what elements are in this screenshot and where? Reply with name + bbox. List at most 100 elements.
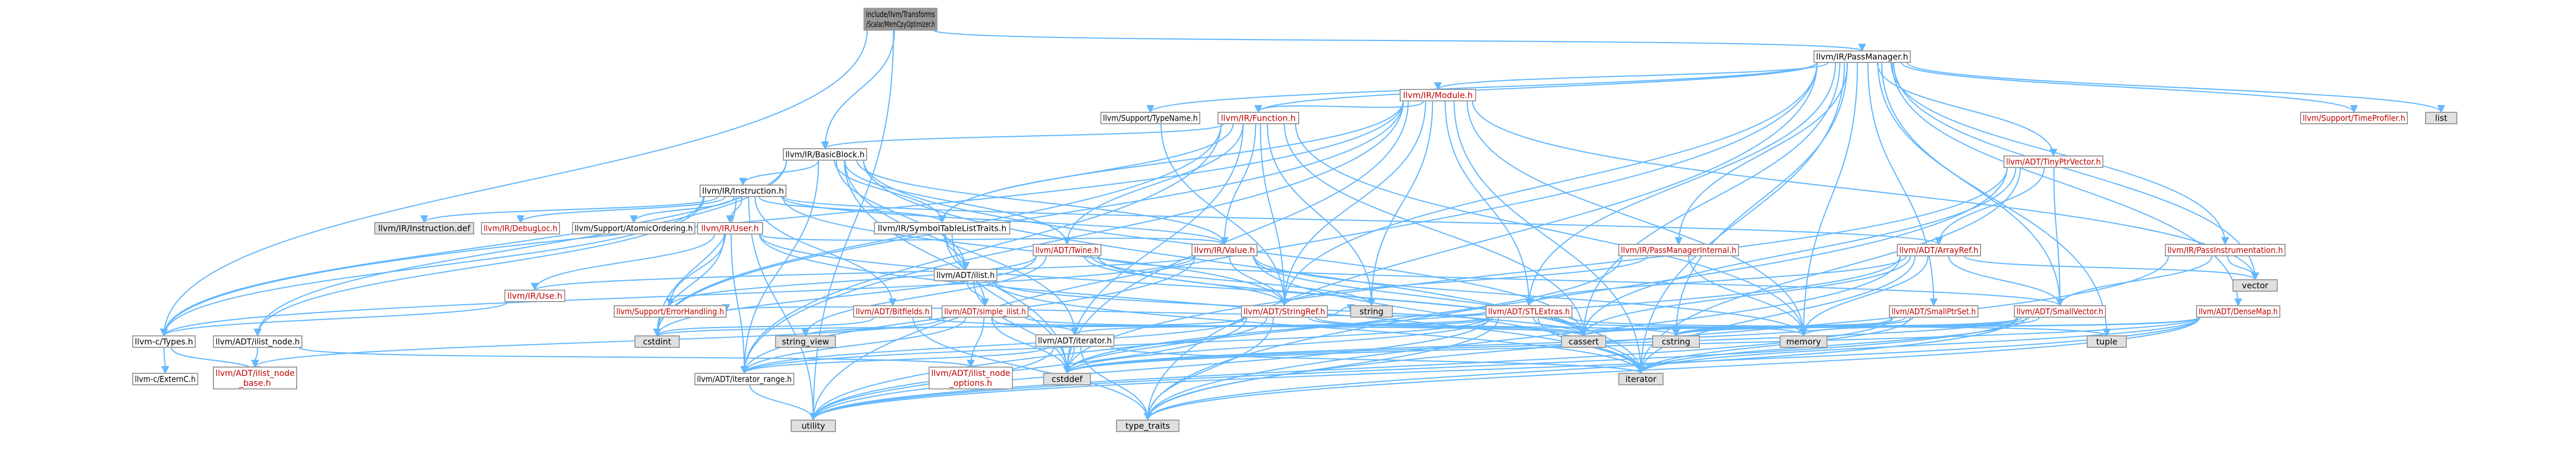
node-type_traits: type_traits [1116, 420, 1179, 432]
node-label: vector [2242, 281, 2268, 291]
edge-passmanager-to-cstring [1672, 62, 1848, 337]
node-twine[interactable]: llvm/ADT/Twine.h [1033, 244, 1101, 256]
node-ctypes[interactable]: llvm-c/Types.h [132, 335, 196, 348]
edge-passmanager-to-stringref [1280, 62, 1818, 307]
node-box [1350, 305, 1393, 318]
node-function[interactable]: llvm/IR/Function.h [1217, 112, 1299, 124]
edge-ctypes-to-externc [161, 347, 170, 374]
edge-densemap-to-cstddef [1063, 317, 2201, 374]
node-ilistnodebase[interactable]: llvm/ADT/ilist_node_base.h [213, 367, 297, 389]
edge-densemap-to-cstring [1672, 316, 2201, 337]
node-ilistnode[interactable]: llvm/ADT/ilist_node.h [213, 335, 302, 348]
node-module[interactable]: llvm/IR/Module.h [1400, 89, 1476, 101]
node-user[interactable]: llvm/IR/User.h [697, 222, 763, 234]
node-box [1897, 244, 1981, 256]
node-box [864, 8, 937, 31]
node-symboltable[interactable]: llvm/IR/SymbolTableListTraits.h [874, 222, 1010, 234]
edge-arrayref-to-cstddef [1063, 255, 1901, 374]
node-box [1191, 244, 1258, 256]
edge-passmanager-to-timeprofiler [1901, 62, 2358, 113]
node-cstdint: cstdint [635, 335, 680, 348]
edge-iterator_range-to-utility [749, 384, 818, 421]
node-label: llvm/ADT/TinyPtrVector.h [2006, 157, 2101, 167]
edge-module-to-ctypes [160, 100, 1404, 337]
node-smallptrset[interactable]: llvm/ADT/SmallPtrSet.h [1889, 305, 1978, 318]
node-smallvector[interactable]: llvm/ADT/SmallVector.h [2014, 305, 2106, 318]
edge-stlextras-to-adtiterator [1071, 316, 1493, 336]
node-adtiterator[interactable]: llvm/ADT/iterator.h [1035, 334, 1114, 347]
edge-tinyptrvector-to-cstddef [1063, 167, 2008, 374]
node-box [694, 373, 794, 385]
node-box [1780, 335, 1828, 348]
node-debugloc[interactable]: llvm/IR/DebugLoc.h [481, 222, 560, 234]
node-passinstrumentation[interactable]: llvm/IR/PassInstrumentation.h [2165, 244, 2286, 256]
node-instructiondef: llvm/IR/Instruction.def [374, 222, 474, 234]
edge-value-to-stringref [1228, 255, 1289, 307]
node-box [783, 148, 867, 161]
edge-ilistnode-to-ilistnodebase [251, 347, 259, 368]
node-atomicordering[interactable]: llvm/Support/AtomicOrdering.h [572, 222, 695, 234]
node-label: llvm/IR/Value.h [1194, 245, 1255, 255]
node-label: llvm/IR/DebugLoc.h [484, 224, 557, 233]
edge-stlextras-to-cstdint [653, 316, 1490, 337]
node-box [700, 185, 786, 197]
node-stlextras[interactable]: llvm/ADT/STLExtras.h [1486, 305, 1572, 318]
node-simpleilist[interactable]: llvm/ADT/simple_ilist.h [942, 305, 1029, 318]
edge-user-to-iterator_range [730, 233, 748, 374]
node-iterator_range[interactable]: llvm/ADT/iterator_range.h [694, 373, 794, 385]
edge-module-to-stringref [1280, 100, 1426, 307]
edge-value-to-cassert [1252, 255, 1588, 337]
node-ilistnodeoptions[interactable]: llvm/ADT/ilist_node_options.h [929, 367, 1013, 389]
node-label: iterator [1626, 374, 1657, 384]
node-label: _base.h [238, 378, 271, 388]
node-label: llvm/ADT/SmallPtrSet.h [1892, 307, 1976, 317]
node-densemap[interactable]: llvm/ADT/DenseMap.h [2196, 305, 2280, 318]
node-supporttypename[interactable]: llvm/Support/TypeName.h [1100, 112, 1200, 124]
edge-basicblock-to-cstddef [844, 160, 1071, 374]
node-arrayref[interactable]: llvm/ADT/ArrayRef.h [1897, 244, 1981, 256]
edge-arrayref-to-smallvector [1948, 255, 2064, 307]
node-label: llvm-c/ExternC.h [135, 374, 196, 384]
node-adtilist[interactable]: llvm/ADT/ilist.h [934, 269, 997, 281]
edge-basicblock-to-value [856, 160, 1229, 245]
node-basicblock[interactable]: llvm/IR/BasicBlock.h [783, 148, 867, 161]
edge-arrayref-to-iterator [1636, 255, 1916, 374]
edge-instruction-to-symboltable [758, 196, 946, 224]
edge-adtiterator-to-iterator_range [740, 345, 1049, 374]
node-label: llvm/IR/SymbolTableListTraits.h [878, 224, 1007, 233]
edge-arrayref-to-vector [1963, 255, 2259, 281]
node-timeprofiler[interactable]: llvm/Support/TimeProfiler.h [2300, 112, 2408, 124]
node-passmanagerinternal[interactable]: llvm/IR/PassManagerInternal.h [1618, 244, 1739, 256]
node-externc[interactable]: llvm-c/ExternC.h [132, 373, 198, 385]
node-box [1033, 244, 1101, 256]
node-cstring: cstring [1652, 335, 1700, 348]
node-use[interactable]: llvm/IR/Use.h [504, 290, 565, 302]
node-label: /Scalar/MemCpyOptimizer.h [866, 19, 935, 29]
edge-function-to-string [1266, 123, 1376, 307]
node-label: llvm/IR/Use.h [507, 291, 563, 301]
edge-basicblock-to-iterator_range [740, 160, 819, 374]
node-box [2003, 155, 2103, 168]
edge-passmanager-to-supporttypename [1146, 62, 1818, 113]
node-label: llvm/IR/Function.h [1221, 113, 1296, 123]
node-bitfields[interactable]: llvm/ADT/Bitfields.h [853, 305, 932, 318]
node-label: llvm/ADT/Twine.h [1035, 245, 1099, 255]
node-stringref[interactable]: llvm/ADT/StringRef.h [1241, 305, 1328, 318]
edge-module-to-string [1367, 100, 1433, 307]
node-iterator: iterator [1618, 373, 1664, 385]
edge-passinstrumentation-to-smallvector [2055, 255, 2213, 307]
edge-function-to-value [1220, 123, 1257, 245]
edge-function-to-symboltable [938, 123, 1234, 224]
node-label: llvm/ADT/DenseMap.h [2199, 307, 2278, 317]
node-passmanager[interactable]: llvm/IR/PassManager.h [1813, 50, 1911, 63]
node-instruction[interactable]: llvm/IR/Instruction.h [700, 185, 786, 197]
node-label: llvm/ADT/Bitfields.h [856, 307, 930, 317]
node-box [504, 290, 565, 302]
edge-instruction-to-value [781, 196, 1228, 245]
node-errorhandling[interactable]: llvm/Support/ErrorHandling.h [614, 305, 727, 318]
node-tinyptrvector[interactable]: llvm/ADT/TinyPtrVector.h [2003, 155, 2103, 168]
node-root[interactable]: include/llvm/Transforms/Scalar/MemCpyOpt… [864, 8, 937, 31]
edge-instruction-to-bitfields [754, 196, 897, 307]
node-value[interactable]: llvm/IR/Value.h [1191, 244, 1258, 256]
node-box [697, 222, 763, 234]
